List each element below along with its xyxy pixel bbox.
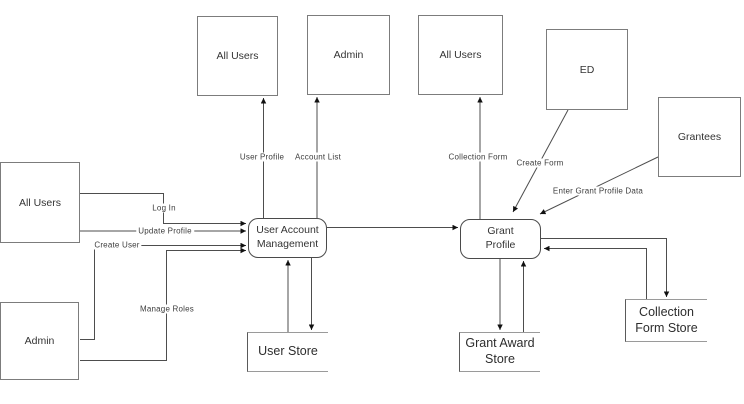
store-label: Grant Award Store: [465, 336, 535, 366]
entity-all-users-left: All Users: [0, 162, 80, 243]
process-user-account-management: User Account Management: [248, 218, 327, 258]
entity-ed: ED: [546, 29, 628, 110]
entity-label: All Users: [439, 49, 482, 61]
entity-all-users-top-left: All Users: [197, 16, 278, 96]
flow-label-log-in: Log In: [150, 203, 178, 213]
store-user-store: User Store: [247, 332, 328, 372]
flow-line-grant-profile-to-collection-form-store: [541, 238, 670, 297]
entity-label: Admin: [24, 335, 55, 347]
entity-label: Grantees: [677, 131, 722, 143]
entity-grantees: Grantees: [658, 97, 741, 177]
entity-all-users-top-right: All Users: [418, 15, 503, 95]
flow-label-create-form: Create Form: [514, 158, 566, 168]
process-label: User Account Management: [256, 224, 319, 250]
entity-label: All Users: [18, 196, 61, 209]
flow-line-create-user: [80, 242, 246, 340]
store-grant-award-store: Grant Award Store: [459, 332, 540, 372]
entity-label: ED: [579, 63, 595, 76]
flow-label-enter-grant-profile-data: Enter Grant Profile Data: [550, 186, 646, 196]
store-label: Collection Form Store: [635, 304, 698, 335]
flow-label-user-profile: User Profile: [237, 152, 287, 162]
entity-admin-left: Admin: [0, 302, 79, 380]
process-label: Grant Profile: [485, 225, 516, 251]
process-grant-profile: Grant Profile: [460, 219, 541, 259]
flow-label-collection-form: Collection Form: [446, 152, 510, 162]
flow-label-account-list: Account List: [293, 152, 343, 162]
entity-label: All Users: [216, 50, 259, 62]
flow-label-update-profile: Update Profile: [136, 226, 194, 236]
store-label: User Store: [258, 344, 318, 359]
entity-admin-top: Admin: [307, 15, 390, 95]
flow-label-manage-roles: Manage Roles: [138, 304, 196, 314]
flow-line-collection-form-store-to-grant-profile: [544, 245, 647, 299]
store-collection-form-store: Collection Form Store: [625, 299, 707, 342]
entity-label: Admin: [333, 49, 364, 61]
flow-label-create-user: Create User: [92, 240, 142, 250]
